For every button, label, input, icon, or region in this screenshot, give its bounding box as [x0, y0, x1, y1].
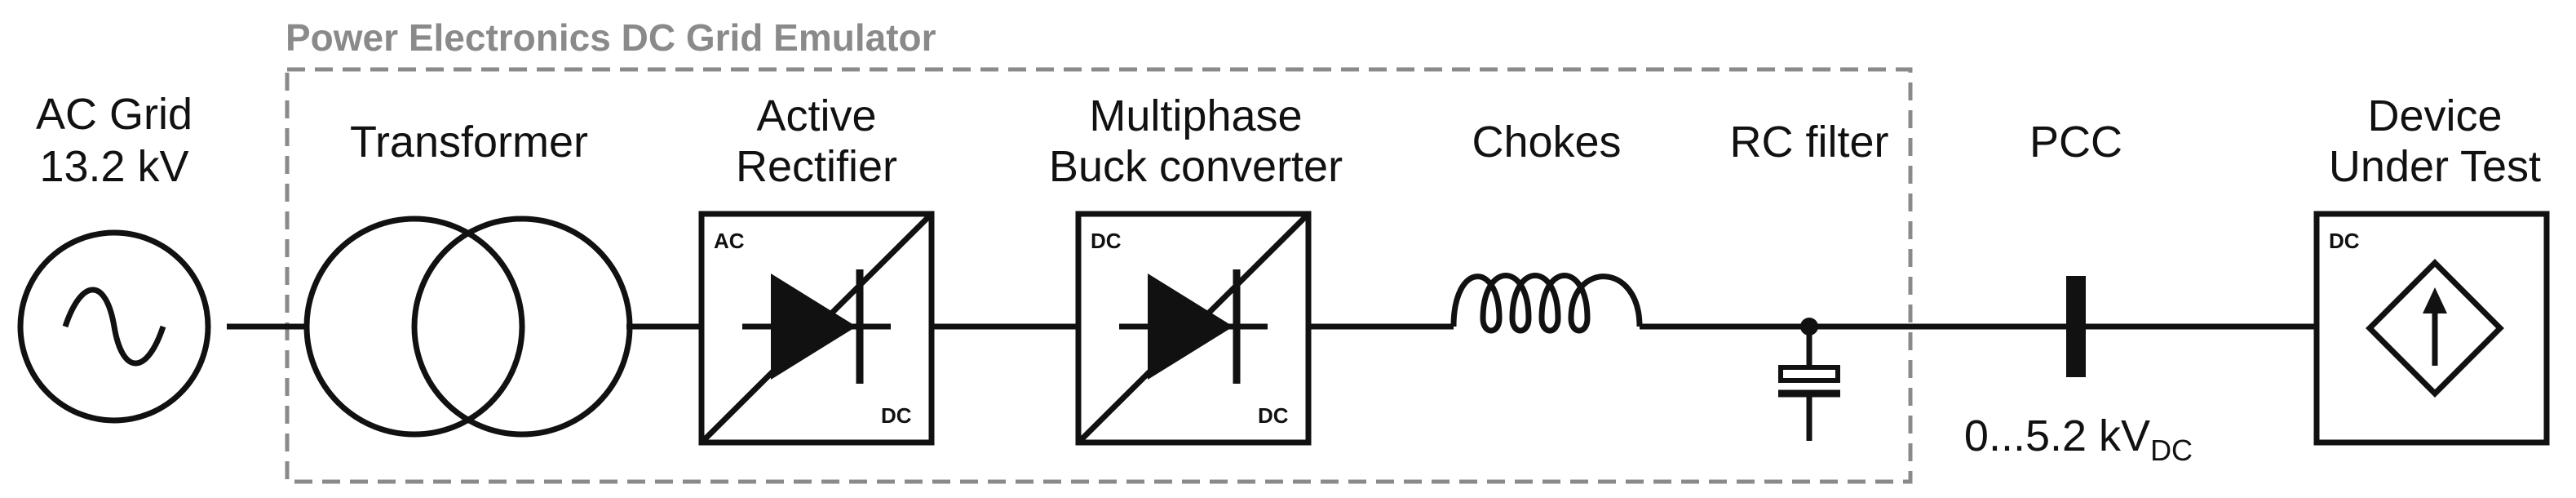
dut-name-line2: Under Test — [2329, 142, 2541, 191]
buck-converter: Multiphase Buck converter DC DC — [1049, 91, 1343, 446]
emulator-boundary — [285, 67, 1913, 484]
current-source-icon — [2366, 259, 2504, 398]
pcc-name: PCC — [2029, 118, 2122, 167]
buck-name-line1: Multiphase — [1089, 91, 1302, 140]
rectifier-in-label: AC — [714, 229, 745, 253]
chokes-name: Chokes — [1472, 118, 1621, 167]
active-rectifier: Active Rectifier AC DC — [698, 91, 935, 446]
rectifier-out-label: DC — [881, 403, 912, 428]
buck-out-label: DC — [1258, 403, 1289, 428]
pcc-voltage: 0...5.2 kVDC — [1964, 411, 2193, 467]
dut-name-line1: Device — [2367, 91, 2502, 140]
ac-grid-rating: 13.2 kV — [39, 142, 188, 191]
diode-icon — [742, 269, 891, 384]
buck-box — [1075, 211, 1312, 446]
dut-label: DC — [2329, 229, 2360, 253]
rectifier-name-line1: Active — [756, 91, 876, 140]
capacitor-icon — [1778, 318, 1840, 441]
device-under-test: Device Under Test DC — [2313, 91, 2550, 446]
transformer: Transformer — [303, 118, 633, 438]
rectifier-name-line2: Rectifier — [736, 142, 897, 191]
emulator-title: Power Electronics DC Grid Emulator — [285, 16, 936, 59]
dut-box — [2313, 211, 2550, 446]
bus-bar-icon — [2066, 276, 2086, 377]
diode-icon — [1119, 269, 1268, 384]
inductor-icon — [1450, 273, 1643, 334]
rc-filter: RC filter — [1729, 118, 1889, 441]
chokes: Chokes — [1450, 118, 1643, 334]
ac-grid: AC Grid 13.2 kV — [17, 90, 211, 424]
rc-filter-name: RC filter — [1729, 118, 1888, 167]
transformer-icon — [303, 216, 633, 438]
pcc: PCC 0...5.2 kVDC — [1964, 118, 2193, 467]
ac-source-icon — [17, 229, 211, 424]
buck-in-label: DC — [1091, 229, 1122, 253]
buck-name-line2: Buck converter — [1049, 142, 1343, 191]
rectifier-box — [698, 211, 935, 446]
ac-grid-name: AC Grid — [36, 90, 193, 139]
transformer-name: Transformer — [350, 118, 588, 167]
